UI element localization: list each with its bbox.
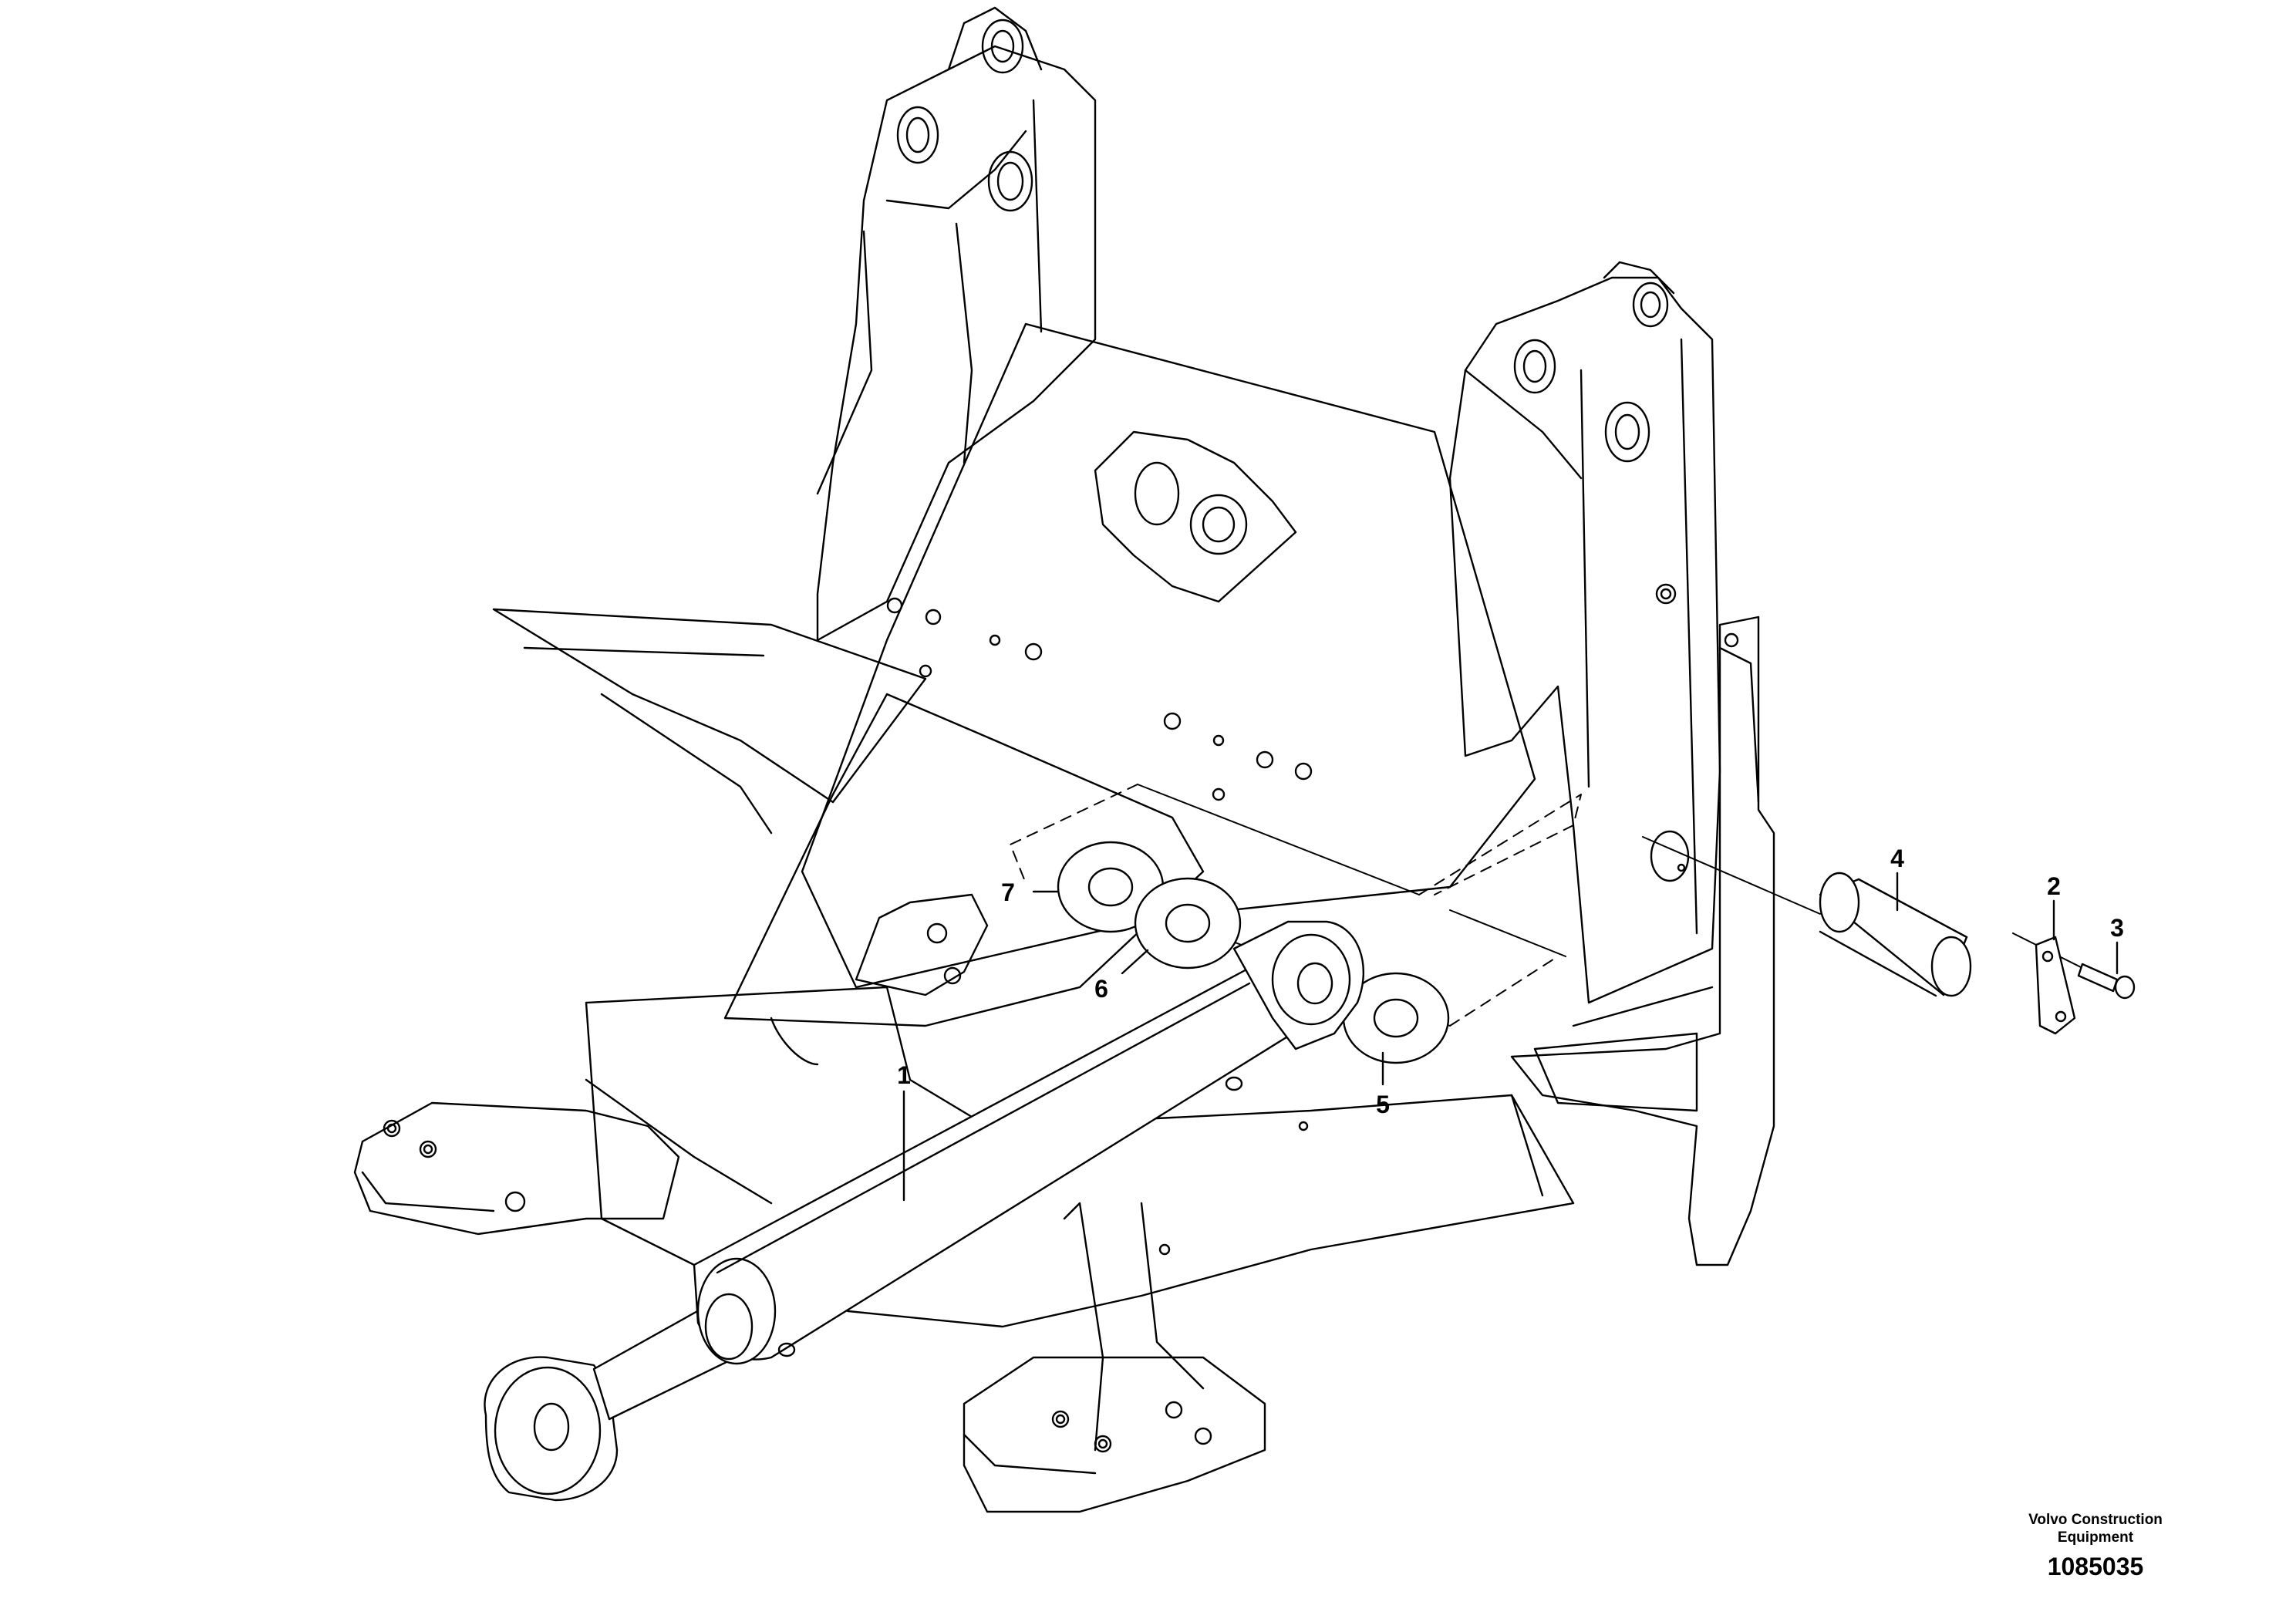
plate-holes xyxy=(886,597,1313,801)
callout-3: 3 xyxy=(2110,914,2124,942)
callout-4: 4 xyxy=(1890,845,1904,872)
frame-right-block xyxy=(1510,615,1775,1266)
callout-6: 6 xyxy=(1094,975,1108,1003)
pin-axis-line xyxy=(1642,836,1821,915)
brand-line-1: Volvo Construction xyxy=(2028,1512,2163,1528)
dashed-guide-right xyxy=(1418,794,1582,895)
callout-2: 2 xyxy=(2047,872,2061,900)
frame-right-foot xyxy=(1533,1032,1698,1112)
callout-leaders xyxy=(902,872,2119,1202)
callout-1: 1 xyxy=(897,1061,911,1089)
callout-7: 7 xyxy=(1001,878,1015,906)
leader-6 xyxy=(1121,949,1149,975)
frame-bottom-foot-pad xyxy=(963,1356,1266,1513)
left-bracket-hole-b xyxy=(987,150,1033,212)
left-bracket-hole-a xyxy=(896,106,939,164)
frame-inner-bracket xyxy=(855,893,989,996)
dashed-guide-bottom xyxy=(1449,956,1559,1027)
frame-lower-web xyxy=(1063,1202,1104,1452)
drawing-number: 1085035 xyxy=(2047,1553,2144,1580)
right-bracket-hole-a xyxy=(1513,339,1556,394)
right-bracket-upper-hole xyxy=(1632,282,1669,328)
left-bracket-upper-hole xyxy=(981,19,1024,74)
right-bracket-hole-b xyxy=(1604,401,1650,463)
brand-line-2: Equipment xyxy=(2057,1529,2134,1546)
bolt-part xyxy=(2077,963,2136,1000)
callout-labels: 1 2 3 4 5 6 7 xyxy=(897,845,2124,1118)
frame-left-wing xyxy=(492,608,927,804)
drawing-footer: Volvo Construction Equipment 1085035 xyxy=(1957,1511,2234,1582)
hydraulic-cylinder xyxy=(484,920,1364,1502)
frame-left-foot-pad xyxy=(353,1101,680,1236)
right-bracket-pin-bore xyxy=(1650,830,1690,882)
dashed-guide-left xyxy=(1010,784,1138,884)
center-lug xyxy=(1094,430,1297,603)
callout-5: 5 xyxy=(1376,1091,1390,1118)
washer-6 xyxy=(1134,877,1242,969)
lock-plate-part xyxy=(2035,936,2076,1035)
frame-structure xyxy=(353,6,1775,1513)
frame-left-tall-bracket xyxy=(816,45,1097,642)
cylinder-barrel xyxy=(693,966,1313,1361)
frame-right-tall-bracket xyxy=(1448,276,1721,1004)
frame-center-opening xyxy=(723,693,1205,1027)
pin-part xyxy=(1819,872,1972,997)
